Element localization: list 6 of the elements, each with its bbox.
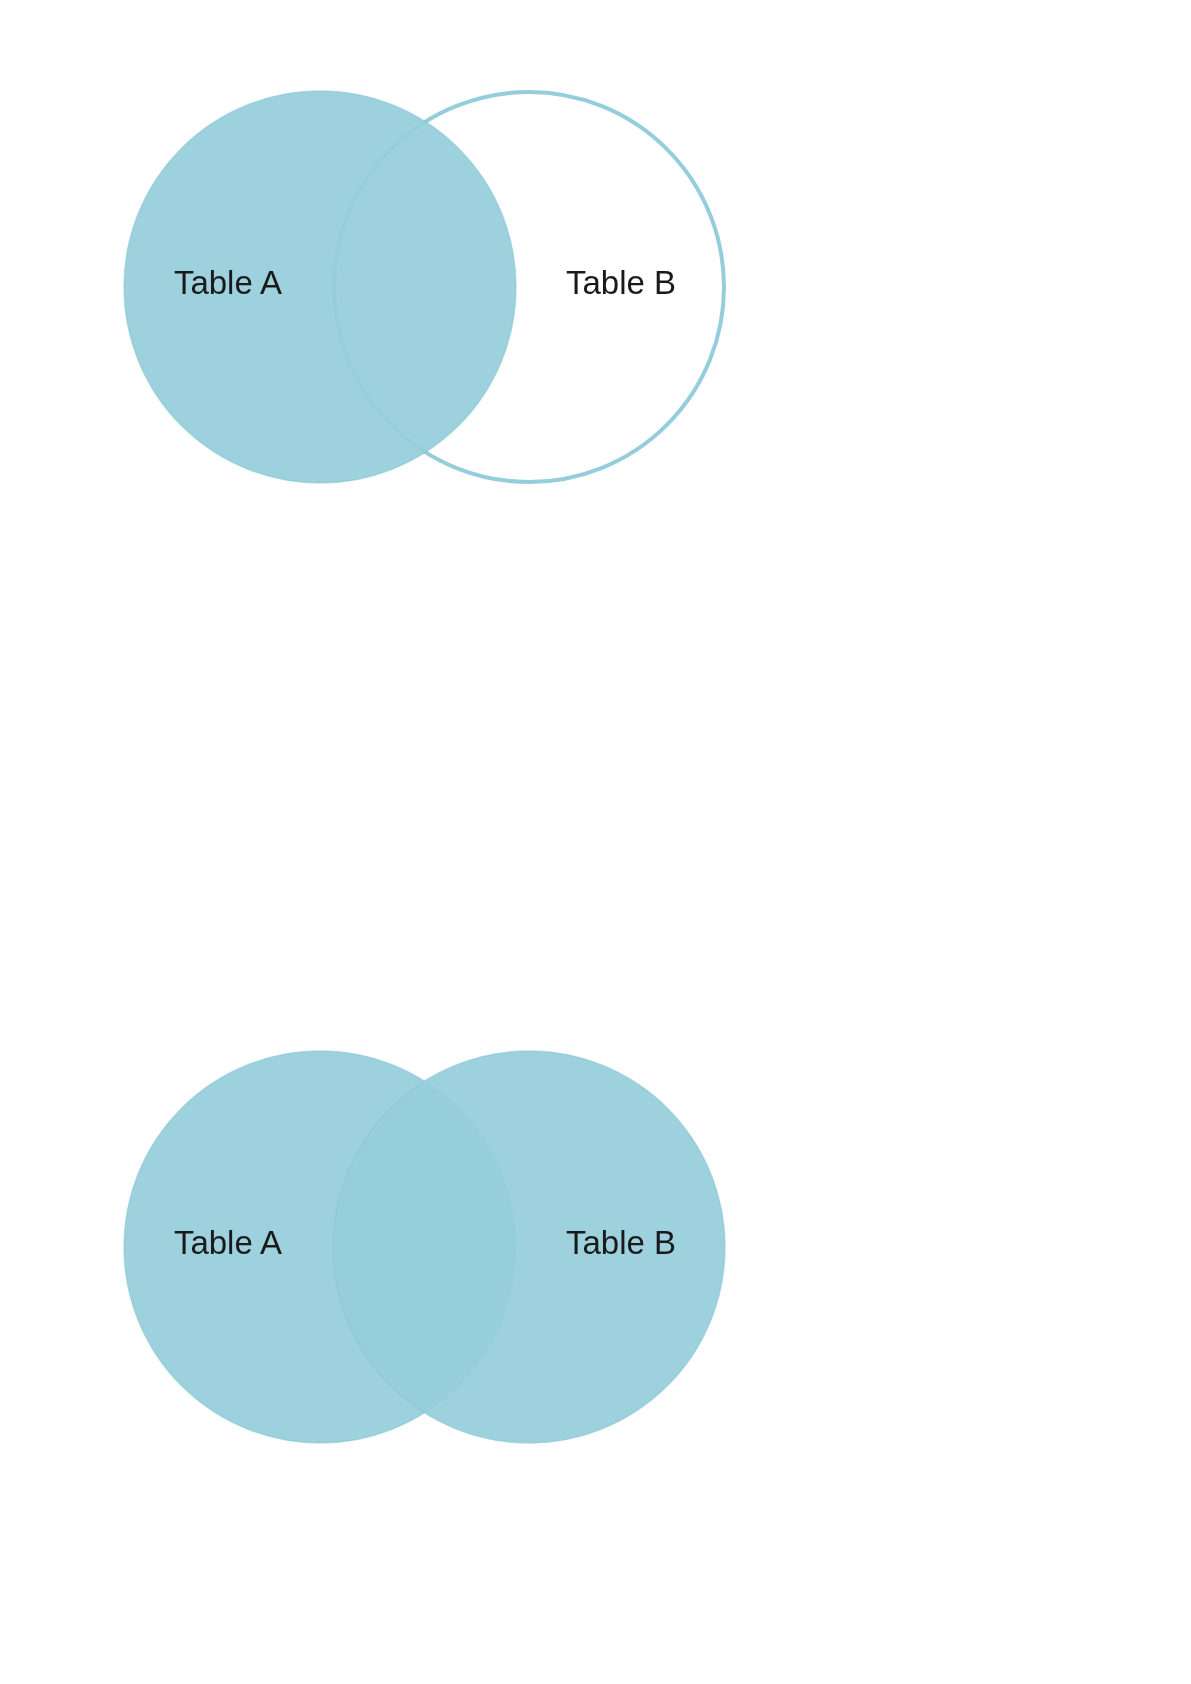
- set-label: Table B: [565, 1224, 677, 1262]
- set-label: Table A: [173, 264, 283, 302]
- venn-circle: [123, 90, 517, 484]
- set-label: Table B: [565, 264, 677, 302]
- set-label: Table A: [173, 1224, 283, 1262]
- venn-circle: [332, 1050, 726, 1444]
